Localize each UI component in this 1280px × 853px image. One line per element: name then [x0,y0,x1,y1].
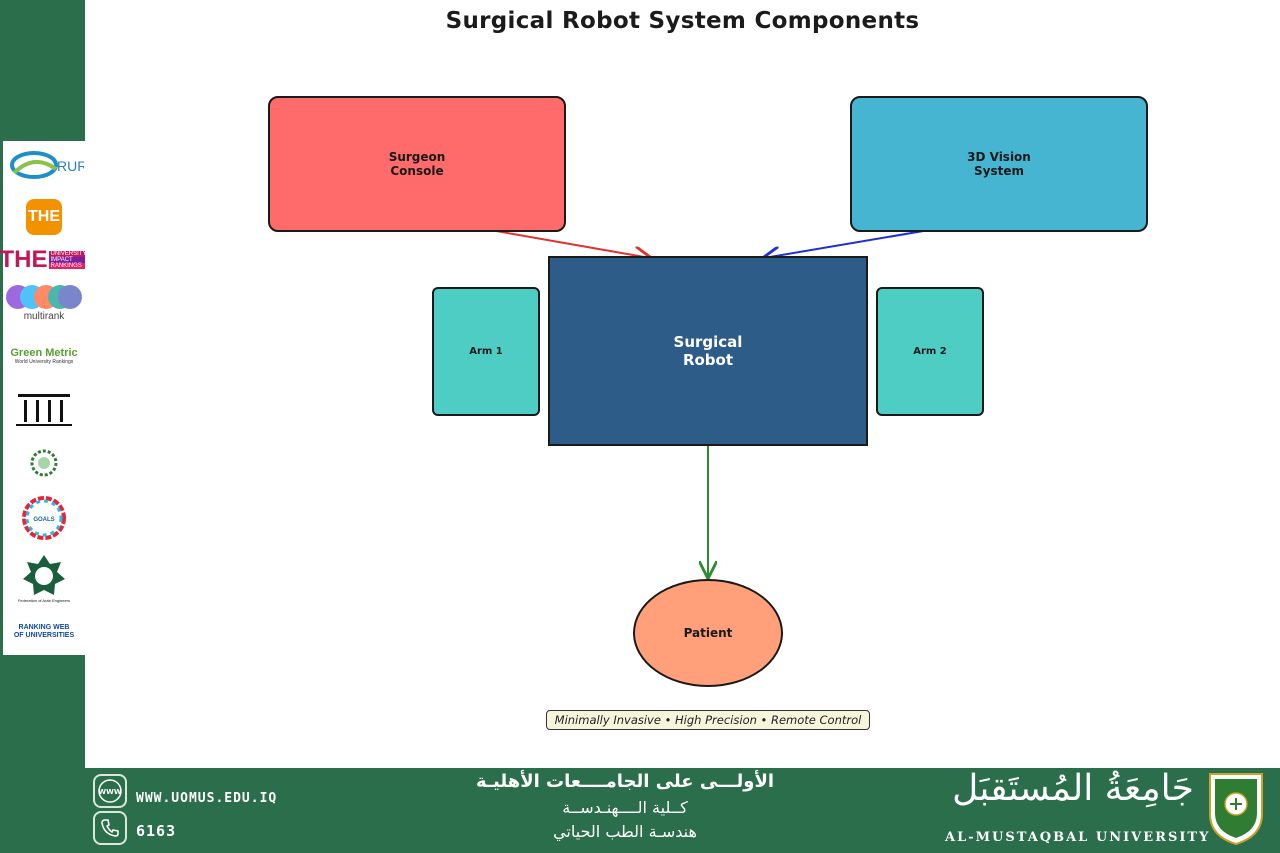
arab-universities-logo[interactable] [3,441,85,489]
surgeon-console-node: Surgeon Console [268,96,566,232]
sdg-logo[interactable]: GOALS [3,495,85,541]
laurel-wreath-icon [30,449,58,477]
rur-logo[interactable]: RUR [3,145,85,185]
slogan-line-3: هندسـة الطب الحياتي [553,822,697,841]
footer-bar: WWW WWW.UOMUS.EDU.IQ 6163 الأولـــى على … [85,768,1280,853]
phone-icon[interactable] [93,811,127,845]
arm-1-node: Arm 1 [432,287,540,416]
the-logo[interactable]: THE [3,197,85,237]
university-name-arabic: جَامِعَةُ المُستَقبَل [952,768,1194,809]
university-name-english: AL-MUSTAQBAL UNIVERSITY [945,830,1211,845]
arm-2-node: Arm 2 [876,287,984,416]
svg-text:RUR: RUR [57,158,84,174]
diagram-canvas: Surgical Robot System Components Surgeon… [85,0,1280,768]
rankings-sidebar: RUR THE THE UNIVERSITY IMPACT RANKINGS m… [0,141,89,655]
diagram-title: Surgical Robot System Components [445,8,920,34]
webometrics-logo[interactable]: RANKING WEB OF UNIVERSITIES [13,624,75,639]
institution-columns-icon [16,394,72,426]
university-crest-icon [1209,773,1263,846]
multirank-logo[interactable]: multirank [3,281,85,323]
arab-engineers-logo[interactable]: Federation of Arab Engineers [3,549,85,607]
globe-icon[interactable]: WWW [93,774,127,808]
slogan-line-2: كــلية الــــهنـدســة [562,798,688,817]
patient-node: Patient [633,579,783,687]
svg-text:GOALS: GOALS [33,517,54,523]
greenmetric-logo[interactable]: Green Metric World University Rankings [10,347,78,365]
multirank-circles-icon [6,284,82,309]
surgical-robot-node: Surgical Robot [548,256,868,446]
website-link[interactable]: WWW.UOMUS.EDU.IQ [136,791,278,806]
sdg-wheel-icon: GOALS [22,496,66,540]
the-impact-logo[interactable]: THE UNIVERSITY IMPACT RANKINGS [0,246,89,273]
slogan-line-1: الأولـــى على الجامــــعات الأهليـة [475,771,775,792]
rur-swoosh-icon: RUR [10,151,84,179]
diagram-tagline: Minimally Invasive • High Precision • Re… [546,710,870,730]
institution-logo[interactable] [3,391,85,429]
the-logo-badge: THE [26,199,62,235]
star-emblem-icon [23,554,65,595]
svg-text:WWW: WWW [98,788,121,796]
phone-number[interactable]: 6163 [136,822,177,840]
vision-system-node: 3D Vision System [850,96,1148,232]
